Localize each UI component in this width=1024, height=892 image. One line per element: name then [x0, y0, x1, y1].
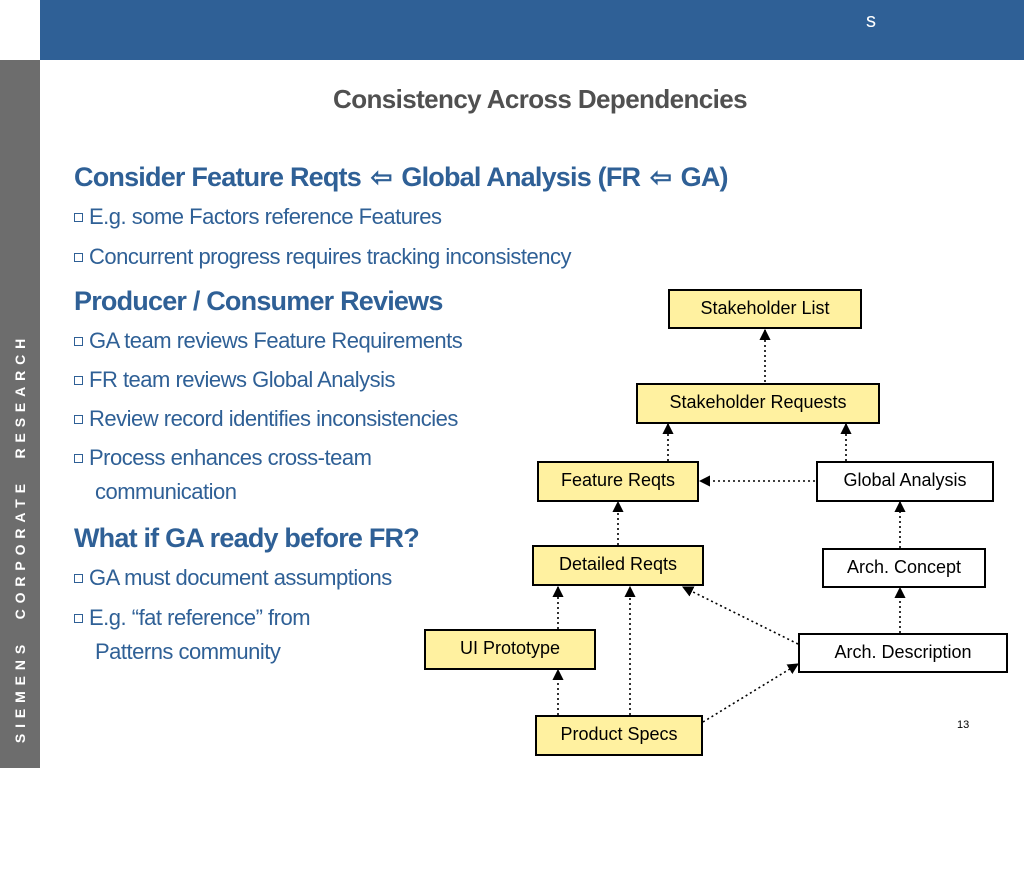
square-bullet-icon: [74, 213, 83, 222]
box-feature-reqts: Feature Reqts: [537, 461, 699, 502]
square-bullet-icon: [74, 574, 83, 583]
square-bullet-icon: [74, 415, 83, 424]
slide-title: Consistency Across Dependencies: [333, 84, 748, 114]
bullet-text: Review record identifies inconsistencies: [89, 406, 458, 431]
heading-text: Global Analysis (FR: [401, 162, 641, 192]
arrow-description-to-detailed: [681, 586, 799, 645]
bullet-item: Review record identifies inconsistencies: [74, 406, 654, 445]
box-arch-concept: Arch. Concept: [822, 548, 986, 588]
square-bullet-icon: [74, 376, 83, 385]
bullet-item: GA must document assumptions: [74, 565, 654, 605]
bullet-item: E.g. “fat reference” from: [74, 605, 654, 639]
heading-reviews: Producer / Consumer Reviews: [74, 286, 443, 316]
box-global-analysis: Global Analysis: [816, 461, 994, 502]
square-bullet-icon: [74, 454, 83, 463]
bullet-item: E.g. some Factors reference Features: [74, 204, 654, 244]
bullet-continuation: Patterns community: [95, 639, 281, 664]
page-number: 13: [957, 719, 970, 731]
heading-ga-ready: What if GA ready before FR?: [74, 523, 420, 553]
bullet-text: FR team reviews Global Analysis: [89, 367, 396, 392]
heading-feature-reqts: Consider Feature Reqts ⇦ Global Analysis…: [74, 162, 729, 204]
bullet-text: E.g. “fat reference” from: [89, 605, 311, 630]
heading-text: Consider Feature Reqts: [74, 162, 362, 192]
bullet-text: Concurrent progress requires tracking in…: [89, 244, 571, 269]
box-detailed-reqts: Detailed Reqts: [532, 545, 704, 586]
bullet-text: GA must document assumptions: [89, 565, 392, 590]
slide-content: Consider Feature Reqts ⇦ Global Analysis…: [74, 162, 729, 673]
sidebar-corner: [0, 0, 40, 60]
square-bullet-icon: [74, 614, 83, 623]
box-stakeholder-list: Stakeholder List: [668, 289, 862, 329]
header-bar: s: [40, 0, 1024, 60]
sidebar: [0, 60, 40, 768]
header-letter: s: [866, 10, 876, 32]
arrow-left-icon: ⇦: [649, 162, 672, 192]
box-product-specs: Product Specs: [535, 715, 703, 756]
heading-text: GA): [680, 162, 729, 192]
bullet-item: GA team reviews Feature Requirements: [74, 328, 654, 367]
box-ui-prototype: UI Prototype: [424, 629, 596, 670]
arrow-specs-to-description: [702, 663, 799, 723]
bullet-continuation: communication: [95, 479, 237, 504]
box-arch-description: Arch. Description: [798, 633, 1008, 673]
arrow-left-icon: ⇦: [370, 162, 393, 192]
bullet-item: Concurrent progress requires tracking in…: [74, 244, 654, 286]
bullet-text: GA team reviews Feature Requirements: [89, 328, 463, 353]
bullet-text: E.g. some Factors reference Features: [89, 204, 442, 229]
bullet-item: FR team reviews Global Analysis: [74, 367, 654, 406]
box-stakeholder-requests: Stakeholder Requests: [636, 383, 880, 424]
bullet-item: Process enhances cross-team: [74, 445, 654, 479]
square-bullet-icon: [74, 337, 83, 346]
bullet-text: Process enhances cross-team: [89, 445, 372, 470]
dependency-arrows: [552, 328, 906, 723]
square-bullet-icon: [74, 253, 83, 262]
